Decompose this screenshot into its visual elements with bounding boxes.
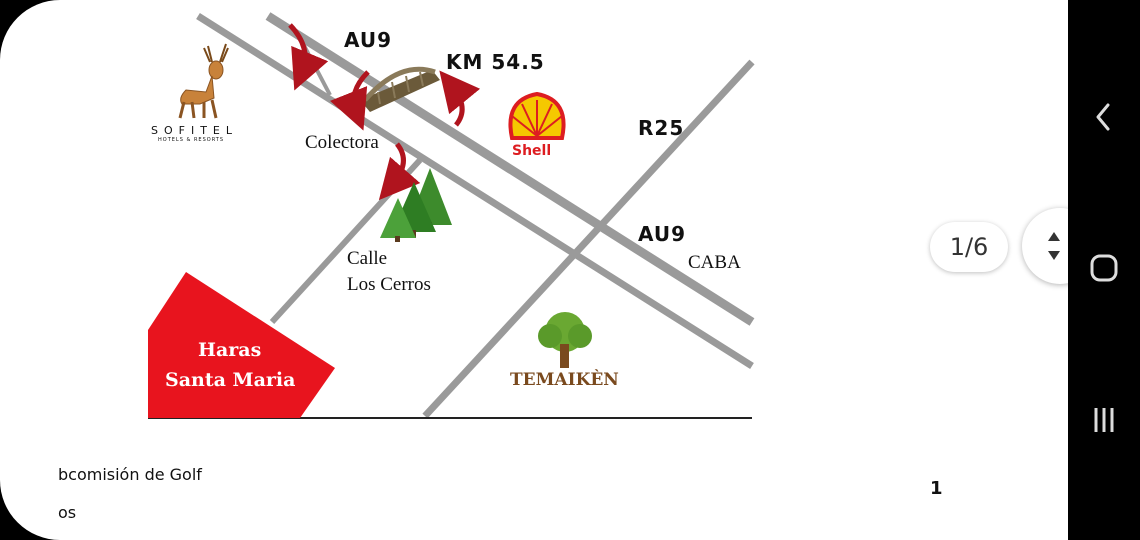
pine-trees-icon (380, 168, 452, 242)
back-icon (1096, 103, 1110, 131)
document-text-line: bcomisión de Golf (58, 465, 202, 484)
label-au9-top: AU9 (344, 28, 393, 52)
deer-icon (178, 43, 229, 119)
back-button[interactable] (1082, 95, 1126, 139)
tree-icon (538, 312, 592, 368)
label-km: KM 54.5 (446, 50, 545, 74)
road-r25 (422, 59, 755, 419)
haras-santa-maria-area (148, 272, 335, 418)
sofitel-logo-text: SOFITEL (151, 124, 239, 137)
label-los-cerros: Los Cerros (347, 274, 431, 295)
home-button[interactable] (1082, 246, 1126, 290)
sofitel-logo-subtext: HOTELS & RESORTS (158, 137, 225, 143)
page-indicator-text: 1/6 (949, 233, 989, 261)
recents-icon (1094, 408, 1114, 432)
route-arrows (288, 23, 481, 201)
location-map (148, 12, 755, 419)
label-colectora: Colectora (305, 132, 379, 153)
document-text-line: os (58, 503, 77, 522)
label-au9-mid: AU9 (638, 222, 687, 246)
shell-logo-icon (508, 91, 566, 140)
temaiken-logo-text: TEMAIKÈN (510, 370, 619, 390)
document-page: AU9 KM 54.5 R25 AU9 CABA Colectora Calle… (0, 0, 1068, 540)
label-caba: CABA (688, 252, 741, 273)
navigation-bar (1068, 0, 1140, 540)
label-santa-maria: Santa Maria (165, 369, 296, 391)
label-r25: R25 (638, 116, 685, 140)
recents-button[interactable] (1082, 398, 1126, 442)
shell-logo-text: Shell (512, 143, 552, 159)
fast-scroll-handle[interactable] (1022, 208, 1068, 284)
page-indicator: 1/6 (930, 222, 1008, 272)
up-down-arrows-icon (1048, 232, 1060, 260)
bridge-icon (360, 66, 440, 112)
label-calle: Calle (347, 248, 388, 269)
label-haras: Haras (198, 339, 262, 361)
page-number: 1 (930, 478, 943, 499)
home-icon (1090, 254, 1118, 282)
highway-au9 (196, 12, 755, 369)
